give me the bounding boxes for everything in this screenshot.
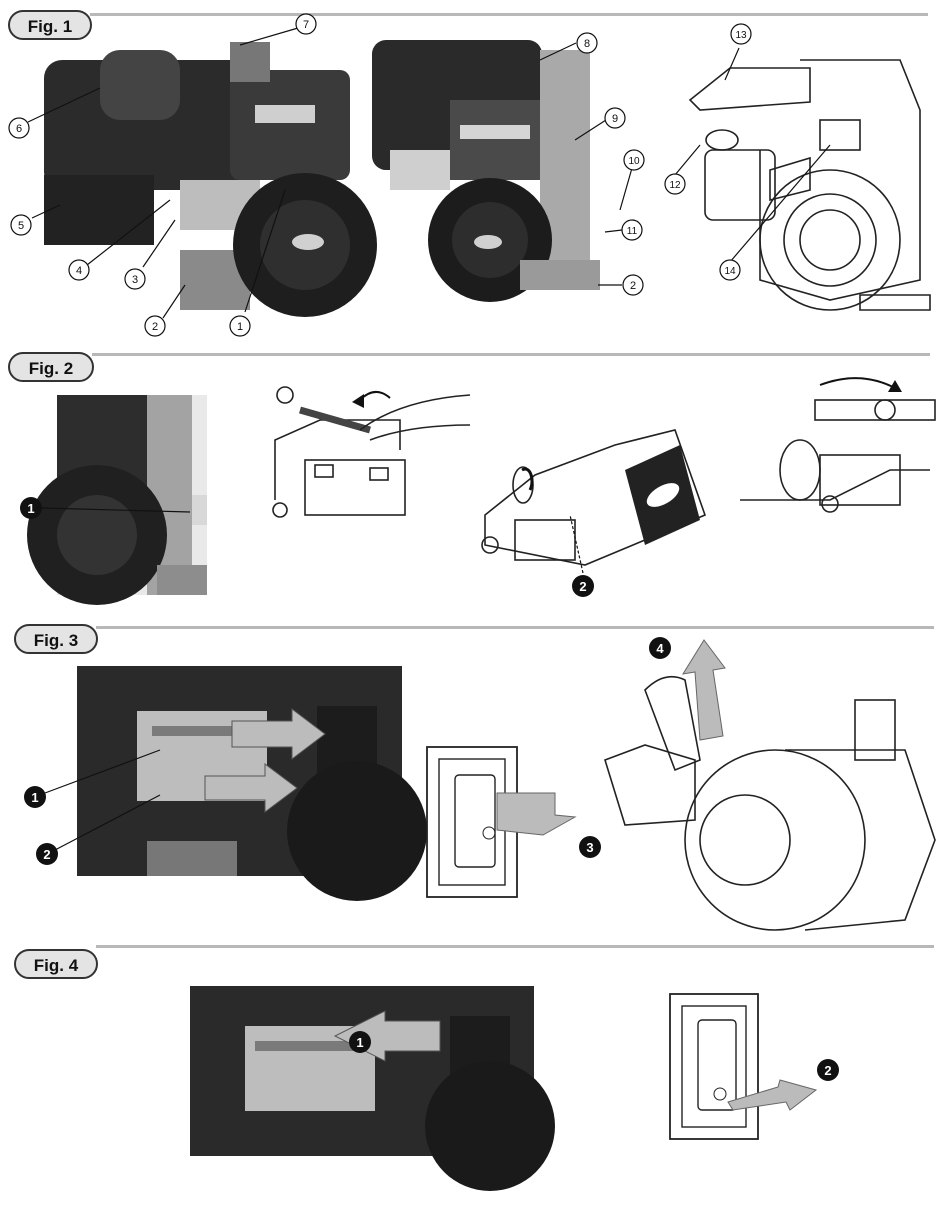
callout-1: 1 — [237, 321, 243, 333]
plug-drawing — [740, 377, 936, 513]
figure-1-label: Fig. 1 — [8, 10, 92, 40]
callout-4: 4 — [76, 265, 82, 277]
callout-11: 11 — [627, 226, 638, 237]
callout-2: 2 — [152, 321, 158, 333]
callout-9: 9 — [612, 113, 618, 125]
badge-2: 2 — [579, 579, 586, 594]
badge-4-1: 1 — [356, 1035, 363, 1050]
oil-fill-drawing — [481, 429, 707, 566]
badge-1: 1 — [27, 501, 34, 516]
figure-3-callouts: 1 2 3 4 — [24, 637, 671, 865]
figure-3-label: Fig. 3 — [14, 624, 98, 654]
badge-4-2: 2 — [824, 1063, 831, 1078]
recoil-start-drawing — [604, 639, 936, 931]
figure-4-callouts: 1 2 — [349, 1031, 839, 1081]
figure-2-rule — [92, 353, 930, 356]
figure-4: Fig. 4 1 2 — [0, 940, 950, 1213]
figure-2: Fig. 2 — [0, 340, 950, 610]
throttle-stop-photo — [190, 986, 555, 1191]
callout-2b: 2 — [630, 280, 636, 292]
callout-7: 7 — [303, 19, 309, 31]
oil-drain-photo — [27, 395, 207, 605]
callout-14: 14 — [724, 266, 736, 277]
callout-10: 10 — [628, 156, 640, 167]
engine-drawing-top — [688, 59, 931, 311]
engine-photo-front — [44, 42, 377, 317]
figure-1-callouts: 1 2 3 4 5 6 7 8 9 10 11 2 12 13 14 — [8, 13, 831, 337]
badge-3-4: 4 — [656, 641, 664, 656]
callout-3: 3 — [132, 274, 138, 286]
callout-13: 13 — [735, 30, 747, 41]
figure-2-callouts: 1 2 — [20, 497, 594, 597]
callout-6: 6 — [16, 123, 22, 135]
dipstick-drawing — [272, 386, 471, 518]
callout-5: 5 — [18, 220, 24, 232]
figure-4-label: Fig. 4 — [14, 949, 98, 979]
figure-4-rule — [96, 945, 934, 948]
figure-3: Fig. 3 1 2 — [0, 610, 950, 940]
figure-1-rule — [90, 13, 928, 16]
figure-1: Fig. 1 — [0, 0, 950, 340]
badge-3-3: 3 — [586, 840, 593, 855]
switch-off-drawing — [669, 993, 818, 1140]
throttle-photo — [77, 666, 427, 901]
figure-2-label: Fig. 2 — [8, 352, 94, 382]
callout-12: 12 — [669, 180, 681, 191]
switch-on-drawing — [426, 746, 577, 898]
badge-3-1: 1 — [31, 790, 38, 805]
figure-3-rule — [96, 626, 934, 629]
engine-photo-side — [372, 40, 600, 302]
callout-8: 8 — [584, 38, 590, 50]
badge-3-2: 2 — [43, 847, 50, 862]
